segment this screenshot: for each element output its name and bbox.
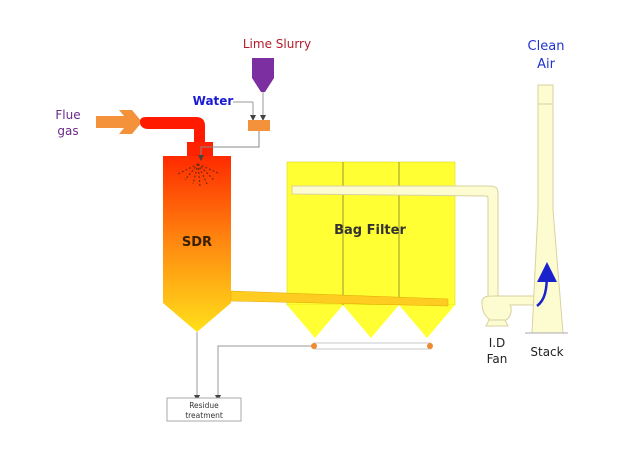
rotary-valve — [311, 343, 317, 349]
residue-treatment-box — [166, 397, 242, 422]
bag-filter-hopper — [399, 305, 455, 338]
id-fan-label: I.D — [489, 336, 506, 350]
flue-gas-label-2: gas — [57, 124, 78, 138]
sdr-inlet — [187, 142, 213, 156]
spray-nozzle-icon — [177, 163, 221, 187]
slurry-feed-line — [198, 131, 260, 161]
clean-air-label: Clean — [528, 39, 565, 54]
stack-label: Stack — [530, 345, 563, 359]
water-label: Water — [193, 94, 234, 108]
flue-gas-duct — [140, 117, 205, 146]
flue-gas-label: Flue — [55, 108, 80, 122]
bag-filter-label: Bag Filter — [334, 223, 406, 238]
flow-arrow-icon — [536, 262, 557, 307]
flue-gas-arrow — [96, 110, 142, 134]
residue-label: Residue — [189, 401, 219, 410]
stack — [531, 84, 564, 334]
clean-air-label-2: Air — [537, 57, 556, 72]
mixer-tank — [248, 120, 270, 131]
bag-filter-hopper — [343, 305, 399, 338]
id-fan-label-2: Fan — [487, 352, 508, 366]
id-fan — [481, 295, 538, 323]
lime-slurry-label: Lime Slurry — [243, 37, 311, 51]
residue-conveyor — [313, 342, 432, 350]
fan-base — [485, 319, 509, 327]
bag-filter-hopper — [287, 305, 343, 338]
rotary-valve — [427, 343, 433, 349]
sdr-outlet-duct — [230, 290, 449, 307]
lime-slurry-hopper — [252, 58, 274, 92]
filter-residue-line — [215, 345, 314, 401]
sdr-label: SDR — [182, 235, 212, 250]
spray-dryer-reactor — [163, 156, 231, 332]
residue-label-2: treatment — [185, 411, 223, 420]
